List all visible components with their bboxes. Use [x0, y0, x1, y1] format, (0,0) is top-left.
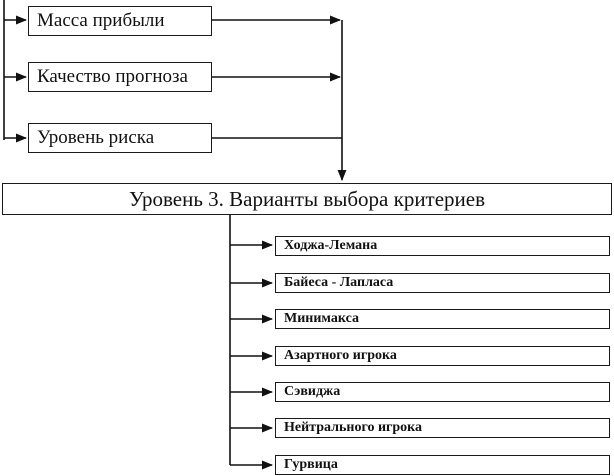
box-criterion-azartnogo-igroka: Азартного игрока	[275, 346, 610, 366]
box-level-3: Уровень 3. Варианты выбора критериев	[2, 183, 612, 215]
box-criterion-minimaksa: Минимакса	[275, 309, 610, 329]
box-kachestvo-prognoza: Качество прогноза	[28, 62, 212, 92]
level-title: Уровень 3. Варианты выбора критериев	[128, 186, 486, 211]
criterion-label: Сэвиджа	[284, 384, 341, 399]
criterion-label: Ходжа-Лемана	[284, 238, 378, 253]
criterion-label: Байеса - Лапласа	[284, 275, 394, 290]
box-criterion-hodzha-lemana: Ходжа-Лемана	[275, 236, 610, 256]
box-criterion-bayesa-laplasa: Байеса - Лапласа	[275, 273, 610, 293]
criterion-label: Азартного игрока	[284, 348, 397, 363]
criterion-label: Гурвица	[284, 457, 338, 472]
criterion-label: Минимакса	[284, 311, 359, 326]
box-label: Уровень риска	[37, 127, 155, 148]
box-uroven-riska: Уровень риска	[28, 123, 212, 153]
box-label: Масса прибыли	[37, 10, 165, 31]
box-criterion-neytralnogo-igroka: Нейтрального игрока	[275, 418, 610, 438]
box-criterion-gurvica: Гурвица	[275, 455, 610, 475]
box-label: Качество прогноза	[37, 66, 188, 87]
box-massa-pribyli: Масса прибыли	[28, 6, 212, 36]
box-criterion-sevidzha: Сэвиджа	[275, 382, 610, 402]
criterion-label: Нейтрального игрока	[284, 420, 423, 435]
